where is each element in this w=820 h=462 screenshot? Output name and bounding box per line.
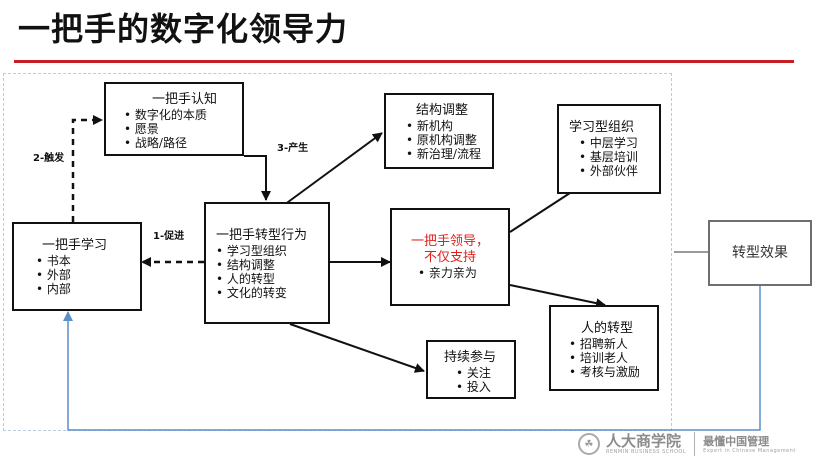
- box-people-transformation: 人的转型 招聘新人 培训老人 考核与激励: [549, 305, 659, 391]
- box-learning-organization: 学习型组织 中层学习 基层培训 外部伙伴: [557, 104, 661, 194]
- edge-leadership-people: [509, 284, 606, 309]
- list-item: 文化的转变: [216, 286, 328, 300]
- school-name-en: RENMIN BUSINESS SCHOOL: [606, 449, 687, 455]
- list-item: 外部伙伴: [579, 164, 659, 178]
- box-title: 转型效果: [732, 245, 788, 261]
- list-item: 培训老人: [569, 351, 657, 365]
- box-structure-adjustment: 结构调整 新机构 原机构调整 新治理/流程: [384, 93, 494, 169]
- slogan-en: Expert in Chinese Management: [703, 447, 796, 454]
- edge-behavior-participation: [289, 323, 425, 373]
- list-item: 新机构: [406, 119, 492, 133]
- box-title: 一把手认知: [152, 92, 218, 107]
- list-item: 亲力亲为: [418, 266, 508, 280]
- list-item: 投入: [456, 380, 514, 394]
- list-item: 学习型组织: [216, 244, 328, 258]
- box-transformation-behavior: 一把手转型行为 学习型组织 结构调整 人的转型 文化的转变: [204, 202, 330, 324]
- list-item: 原机构调整: [406, 133, 492, 147]
- box-title: 学习型组织: [569, 120, 635, 135]
- box-leader-cognition: 一把手认知 数字化的本质 愿景 战略/路径: [104, 82, 244, 156]
- list-item: 中层学习: [579, 136, 659, 150]
- list-item: 招聘新人: [569, 337, 657, 351]
- box-transformation-effect: 转型效果: [708, 220, 812, 286]
- school-logo: ☘ 人大商学院 RENMIN BUSINESS SCHOOL 最懂中国管理 Ex…: [578, 430, 796, 458]
- title-rule: [14, 60, 794, 63]
- box-title: 持续参与: [444, 350, 497, 365]
- list-item: 内部: [36, 282, 140, 296]
- edge-label-trigger: 2-触发: [33, 151, 65, 164]
- edge-produce: [244, 155, 271, 201]
- edge-behavior-structure: [283, 132, 383, 206]
- box-leader-learning: 一把手学习 书本 外部 内部: [12, 222, 142, 311]
- edge-label-produce: 3-产生: [277, 141, 308, 154]
- box-title: 一把手转型行为: [216, 228, 308, 243]
- list-item: 新治理/流程: [406, 147, 492, 161]
- edge-feedback: [63, 286, 761, 431]
- list-item: 战略/路径: [124, 136, 242, 150]
- slogan-cn: 最懂中国管理: [703, 434, 770, 448]
- box-title-line1: 一把手领导，: [410, 234, 489, 249]
- list-item: 考核与激励: [569, 365, 657, 379]
- box-title: 一把手学习: [42, 238, 108, 253]
- list-item: 结构调整: [216, 258, 328, 272]
- box-title: 结构调整: [416, 103, 469, 118]
- list-item: 人的转型: [216, 272, 328, 286]
- school-name-cn: 人大商学院: [606, 432, 682, 450]
- list-item: 数字化的本质: [124, 108, 242, 122]
- list-item: 愿景: [124, 122, 242, 136]
- page-title: 一把手的数字化领导力: [18, 10, 349, 48]
- box-title: 人的转型: [581, 321, 634, 336]
- list-item: 基层培训: [579, 150, 659, 164]
- edge-label-promote: 1-促进: [153, 229, 184, 242]
- school-emblem-icon: ☘: [578, 433, 600, 455]
- list-item: 关注: [456, 366, 514, 380]
- edge-trigger: [71, 115, 103, 222]
- logo-divider: [694, 432, 696, 456]
- box-continuous-participation: 持续参与 关注 投入: [426, 340, 516, 399]
- list-item: 外部: [36, 268, 140, 282]
- box-title-line2: 不仅支持: [423, 250, 476, 265]
- box-leader-leadership: 一把手领导， 不仅支持 亲力亲为: [390, 208, 510, 306]
- list-item: 书本: [36, 254, 140, 268]
